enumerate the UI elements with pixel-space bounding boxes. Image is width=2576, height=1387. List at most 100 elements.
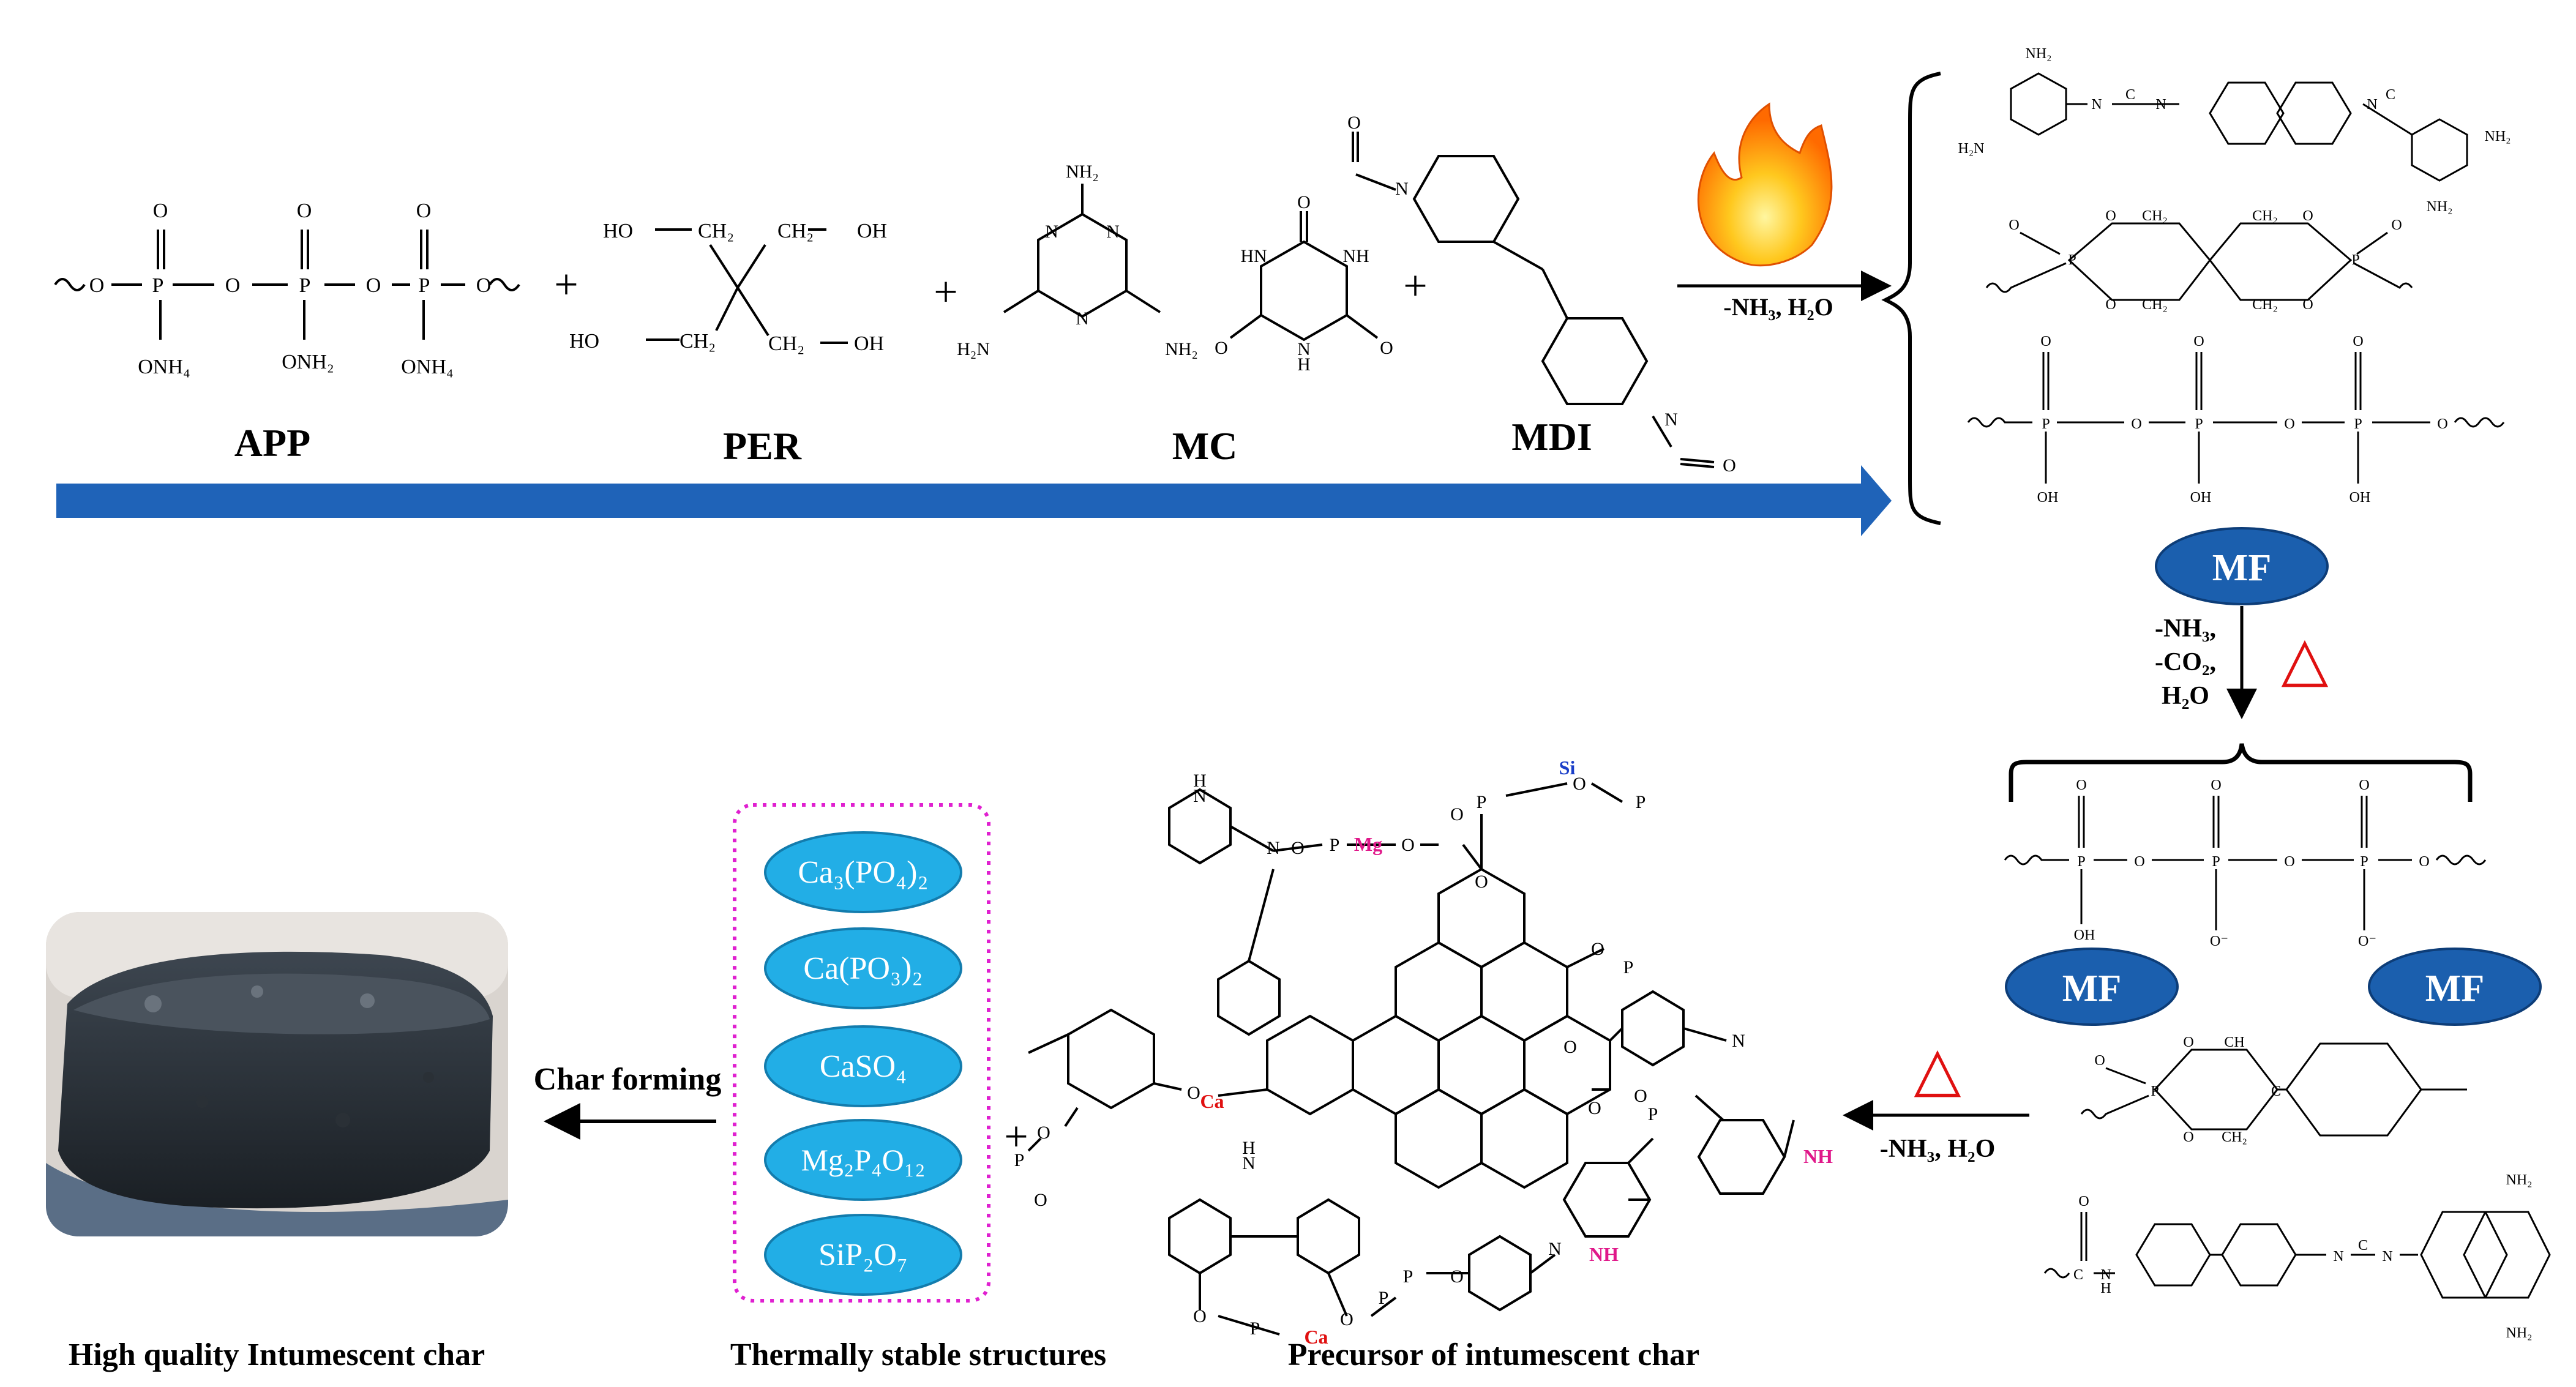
stable-structure-item: SiP₂O₇ — [764, 1214, 962, 1296]
svg-text:ONH₄: ONH₄ — [138, 356, 190, 378]
svg-text:N: N — [1664, 409, 1678, 430]
svg-text:CH₂: CH₂ — [768, 332, 804, 355]
svg-text:P: P — [1403, 1266, 1413, 1287]
app-structure — [54, 230, 520, 340]
ca-atom: Ca — [1304, 1326, 1328, 1348]
stable-structures-box — [733, 803, 990, 1303]
svg-text:HO: HO — [569, 330, 599, 353]
svg-text:H: H — [1242, 1138, 1256, 1158]
svg-text:N: N — [1548, 1239, 1562, 1259]
svg-text:CH₂: CH₂ — [2252, 297, 2278, 313]
svg-text:OH: OH — [2074, 927, 2095, 943]
svg-text:NH₂: NH₂ — [2426, 199, 2452, 215]
svg-text:CH₂: CH₂ — [2142, 297, 2168, 313]
char-forming-label: Char forming — [534, 1062, 722, 1097]
svg-text:O: O — [2284, 854, 2294, 870]
svg-text:P: P — [299, 274, 311, 297]
svg-text:O: O — [1401, 835, 1415, 855]
lower-brace — [2009, 743, 2473, 802]
stable-structure-item: Mg₂P₄O₁₂ — [764, 1119, 962, 1201]
nh-group: NH — [1589, 1243, 1619, 1265]
svg-text:P: P — [2354, 416, 2362, 432]
cyclic-phosphate-lower — [2080, 1042, 2467, 1137]
svg-text:OH: OH — [857, 220, 887, 242]
fire-icon — [1697, 102, 1833, 267]
svg-text:SiP₂O₇: SiP₂O₇ — [818, 1238, 908, 1273]
svg-text:O: O — [2183, 1129, 2193, 1145]
svg-text:O: O — [297, 200, 312, 222]
svg-text:O: O — [1634, 1086, 1647, 1106]
label-mc: MC — [1172, 424, 1238, 468]
svg-text:ONH₄: ONH₄ — [401, 356, 454, 378]
label-per: PER — [723, 424, 802, 468]
ca-atom: Ca — [1200, 1090, 1224, 1112]
plus-sign: + — [554, 261, 578, 308]
svg-text:HO: HO — [603, 220, 633, 242]
svg-text:O: O — [1380, 338, 1393, 358]
svg-text:-NH₃,: -NH₃, — [2155, 615, 2216, 643]
svg-text:NH₂: NH₂ — [1165, 339, 1198, 359]
svg-text:N: N — [2155, 97, 2166, 113]
svg-text:H₂N: H₂N — [957, 339, 990, 359]
svg-text:P: P — [1379, 1288, 1389, 1308]
svg-text:O: O — [2302, 297, 2313, 313]
label-mdi: MDI — [1511, 415, 1592, 458]
svg-text:O: O — [225, 274, 241, 297]
product-polyphosphoric-acid — [1967, 352, 2505, 484]
svg-text:N: N — [2333, 1249, 2343, 1265]
svg-text:CH: CH — [2224, 1034, 2244, 1050]
svg-text:CH₂: CH₂ — [2222, 1129, 2247, 1145]
svg-text:H₂N: H₂N — [1958, 141, 1984, 157]
svg-text:CH₂: CH₂ — [2142, 208, 2168, 224]
precursor-network — [1027, 782, 1795, 1336]
svg-text:CH₂: CH₂ — [698, 220, 734, 242]
svg-text:OH: OH — [2349, 490, 2371, 506]
svg-text:O: O — [2040, 334, 2051, 350]
svg-text:N: N — [1193, 786, 1207, 806]
svg-text:P: P — [2042, 416, 2050, 432]
mf-badge-top: MF — [2155, 527, 2329, 605]
svg-text:O: O — [2134, 854, 2144, 870]
svg-text:CaSO₄: CaSO₄ — [820, 1049, 907, 1084]
si-atom: Si — [1559, 757, 1576, 779]
svg-text:O: O — [1723, 455, 1736, 476]
svg-text:H: H — [1297, 354, 1311, 375]
svg-text:O: O — [2437, 416, 2447, 432]
svg-text:H: H — [2100, 1280, 2111, 1296]
svg-text:P: P — [2360, 854, 2368, 870]
svg-text:N: N — [2382, 1249, 2392, 1265]
svg-text:O: O — [1187, 1083, 1200, 1103]
svg-text:O: O — [1291, 838, 1305, 858]
svg-text:N: N — [1076, 308, 1089, 329]
svg-text:HN: HN — [1240, 246, 1267, 266]
svg-text:OH: OH — [854, 332, 884, 355]
stable-structures-caption: Thermally stable structures — [730, 1337, 1106, 1372]
plus-sign: + — [1004, 1113, 1028, 1161]
stable-structure-ellipses: Ca₃(PO₄)₂ Ca(PO₃)₂ CaSO₄ Mg₂P₄O₁₂ SiP₂O₇ — [764, 831, 962, 1296]
melamine-formaldehyde-structure — [2043, 1211, 2551, 1299]
fire-conditions: -NH₃, H₂O — [1723, 293, 1833, 321]
svg-text:O: O — [2078, 1194, 2089, 1209]
char-photo — [46, 912, 508, 1236]
svg-text:P: P — [1330, 835, 1340, 855]
svg-text:H: H — [1193, 771, 1207, 791]
svg-text:C: C — [2271, 1083, 2281, 1099]
svg-text:Ca(PO₃)₂: Ca(PO₃)₂ — [803, 951, 923, 986]
svg-text:P: P — [2068, 252, 2076, 268]
svg-text:C: C — [2358, 1238, 2368, 1254]
svg-text:-CO₂,: -CO₂, — [2155, 648, 2216, 676]
delta-symbol: △ — [2282, 625, 2329, 693]
svg-text:O: O — [2105, 208, 2116, 224]
svg-text:O: O — [2359, 777, 2369, 793]
svg-text:P: P — [1648, 1104, 1658, 1124]
svg-text:O: O — [153, 200, 168, 222]
svg-text:NH₂: NH₂ — [1066, 162, 1099, 182]
svg-text:O: O — [1588, 1098, 1601, 1118]
label-app: APP — [234, 421, 310, 465]
svg-text:Mg₂P₄O₁₂: Mg₂P₄O₁₂ — [801, 1143, 925, 1177]
svg-text:MF: MF — [2062, 968, 2121, 1009]
